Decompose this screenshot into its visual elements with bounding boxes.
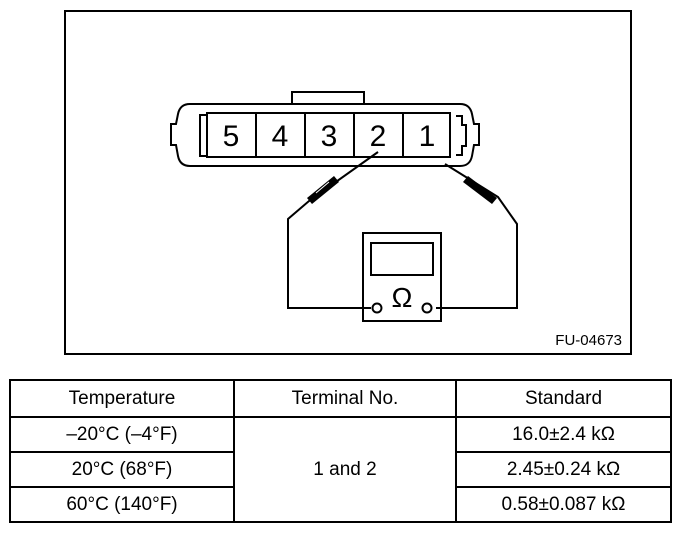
terminal-block: [206, 112, 451, 158]
ohmmeter-terminal-left: [371, 302, 383, 314]
ohmmeter-terminal-right: [421, 302, 433, 314]
terminal-number: 3: [321, 120, 338, 153]
probe-body-left: [307, 176, 339, 204]
ohmmeter-display: [370, 242, 434, 276]
connector-diagram: 5 4 3 2 1 Ω FU-04673: [64, 10, 632, 355]
table-header-row: Temperature Terminal No. Standard: [9, 379, 672, 418]
header-standard: Standard: [455, 379, 672, 418]
temperature-cell: 60°C (140°F): [9, 486, 235, 523]
connector-right-bracket: [456, 115, 467, 156]
terminal-number: 2: [370, 120, 387, 153]
probe-lead-left: [287, 151, 379, 309]
temperature-cell: 20°C (68°F): [9, 451, 235, 488]
terminal-number: 1: [419, 120, 436, 153]
terminal-number: 5: [223, 120, 240, 153]
connector-lock-tab: [291, 91, 365, 104]
ohm-symbol: Ω: [392, 282, 413, 313]
standard-cell: 2.45±0.24 kΩ: [455, 451, 672, 488]
table-row: 20°C (68°F) 2.45±0.24 kΩ: [9, 451, 672, 488]
resistance-spec-table: Temperature Terminal No. Standard –20°C …: [9, 379, 672, 523]
connector-ohmmeter-illustration: 5 4 3 2 1 Ω: [170, 91, 518, 322]
temperature-cell: –20°C (–4°F): [9, 416, 235, 453]
standard-cell: 16.0±2.4 kΩ: [455, 416, 672, 453]
header-temperature: Temperature: [9, 379, 235, 418]
standard-cell: 0.58±0.087 kΩ: [455, 486, 672, 523]
terminal-no-cell: 1 and 2: [233, 416, 457, 523]
figure-id: FU-04673: [555, 332, 622, 349]
header-terminal-no: Terminal No.: [233, 379, 457, 418]
connector-housing: [170, 103, 480, 167]
probe-body-right: [463, 176, 497, 204]
ohmmeter-body: [362, 232, 442, 322]
table-row: –20°C (–4°F) 1 and 2 16.0±2.4 kΩ: [9, 416, 672, 523]
terminal-number: 4: [272, 120, 289, 153]
table-row: 60°C (140°F) 0.58±0.087 kΩ: [9, 486, 672, 523]
connector-left-bracket: [199, 114, 206, 157]
